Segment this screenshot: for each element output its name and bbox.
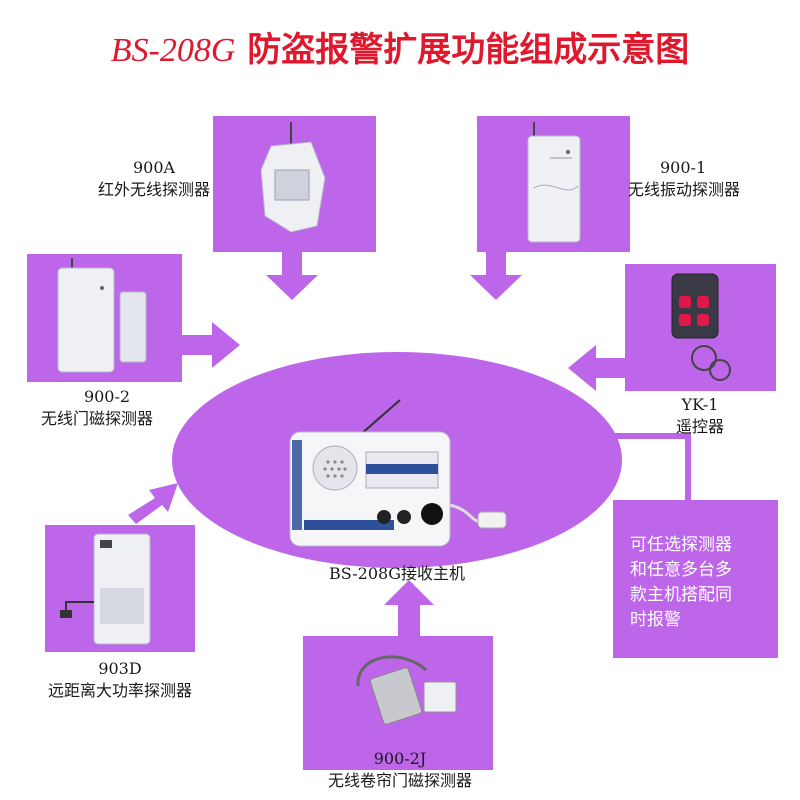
label-900a: 900A 红外无线探测器	[34, 157, 234, 201]
arrow-900a	[266, 250, 318, 300]
host-label: BS-208G接收主机	[328, 564, 466, 583]
note-box	[613, 500, 778, 658]
note-text: 可任选探测器 和任意多台多 款主机搭配同 时报警	[630, 533, 780, 633]
label-900-2: 900-2 无线门磁探测器	[12, 386, 182, 430]
arrow-903d	[128, 483, 178, 524]
note-line-1: 可任选探测器	[630, 535, 732, 555]
name-yk-1: 遥控器	[675, 417, 724, 436]
device-900-1-image	[527, 122, 581, 243]
name-903d: 远距离大功率探测器	[47, 681, 192, 700]
name-900-1: 无线振动探测器	[628, 180, 741, 199]
note-connector	[612, 433, 691, 500]
name-900a: 红外无线探测器	[97, 180, 210, 199]
device-900a-image	[260, 122, 326, 233]
arrow-yk-1	[568, 345, 625, 391]
note-line-3: 款主机搭配同	[630, 585, 732, 605]
model-yk-1: YK-1	[681, 395, 719, 414]
arrow-900-1	[470, 250, 522, 300]
model-900-2j: 900-2J	[373, 749, 427, 768]
host-device	[289, 399, 507, 547]
title-text: 防盗报警扩展功能组成示意图	[247, 30, 690, 70]
arrow-900-2j	[384, 580, 434, 640]
arrow-900-2	[182, 322, 240, 368]
device-903d-image	[60, 533, 151, 645]
diagram-title: BS-208G 防盗报警扩展功能组成示意图	[0, 22, 800, 71]
name-900-2: 无线门磁探测器	[40, 409, 153, 428]
title-model: BS-208G	[110, 32, 236, 69]
model-903d: 903D	[98, 659, 142, 678]
device-900-2j-image	[356, 655, 457, 725]
device-900-2-image	[57, 258, 147, 373]
label-900-1: 900-1 无线振动探测器	[620, 157, 790, 201]
model-900-1: 900-1	[660, 158, 707, 177]
note-line-2: 和任意多台多	[630, 560, 732, 580]
name-900-2j: 无线卷帘门磁探测器	[327, 771, 472, 790]
device-yk-1-image	[671, 273, 731, 381]
label-yk-1: YK-1 遥控器	[625, 394, 775, 438]
label-900-2j: 900-2J 无线卷帘门磁探测器	[290, 748, 510, 792]
model-900a: 900A	[132, 158, 176, 177]
model-900-2: 900-2	[83, 387, 131, 406]
note-line-4: 时报警	[630, 610, 681, 630]
label-903d: 903D 远距离大功率探测器	[0, 658, 240, 702]
